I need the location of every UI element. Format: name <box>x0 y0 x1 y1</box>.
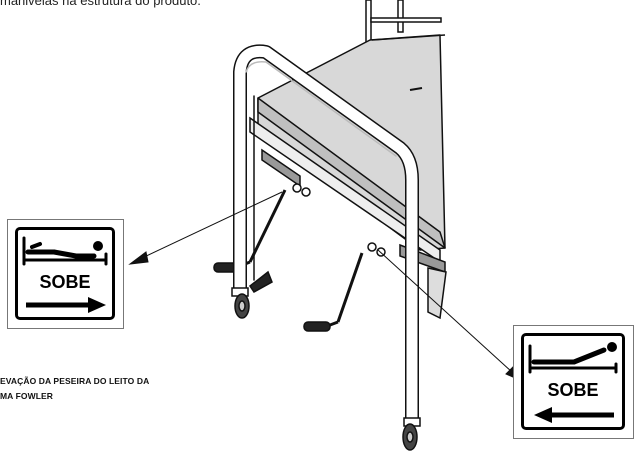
right-sign-word: SOBE <box>547 380 599 400</box>
bed-frame <box>249 116 447 320</box>
caption-line-1: EVAÇÃO DA PESEIRA DO LEITO DA <box>0 376 150 386</box>
caption-line-2: MA FOWLER <box>0 391 53 401</box>
left-sign-label: SOBE <box>7 219 124 329</box>
top-instruction-text: manivelas na estrutura do produto. <box>0 0 201 8</box>
left-sign-panel: SOBE <box>15 227 115 320</box>
caster-left <box>231 270 273 319</box>
figure-caption: EVAÇÃO DA PESEIRA DO LEITO DA MA FOWLER <box>0 374 149 404</box>
bed-foot-raise-icon <box>22 236 108 266</box>
arrow-left-icon <box>534 407 614 423</box>
caster-right <box>402 417 421 451</box>
left-sign-word: SOBE <box>39 272 91 292</box>
foot-rail <box>233 44 419 427</box>
mattress-deck <box>257 34 446 251</box>
bed-head-raise-icon <box>528 342 618 374</box>
right-sign-panel: SOBE <box>521 333 625 430</box>
pointer-arrows <box>128 191 524 383</box>
right-sign-label: SOBE <box>513 325 634 439</box>
arrow-right-icon <box>26 297 106 313</box>
head-rail <box>365 0 442 61</box>
